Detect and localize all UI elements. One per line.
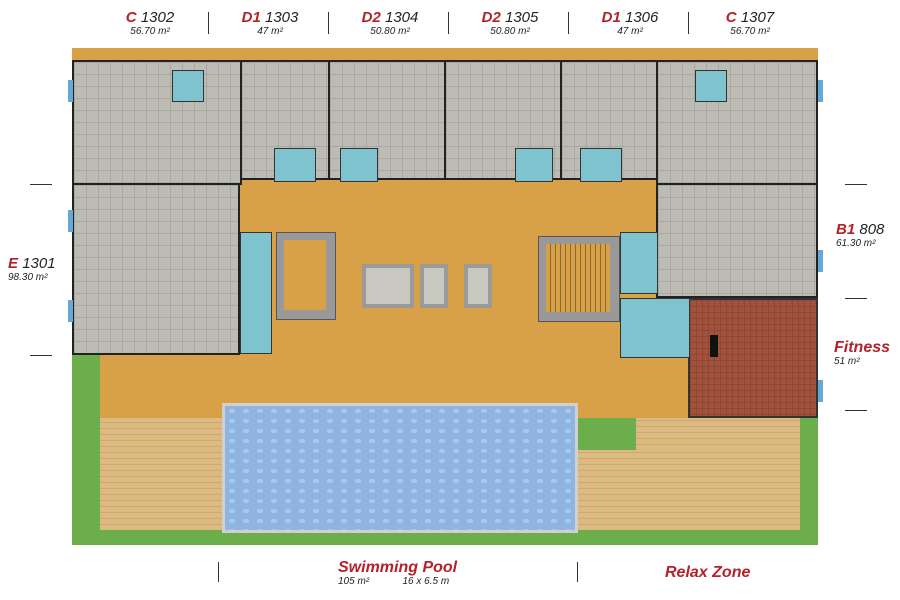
elevator <box>362 264 414 308</box>
relax-zone-name: Relax Zone <box>665 564 751 581</box>
fitness-area: 51 m² <box>834 356 860 367</box>
bathroom <box>695 70 727 102</box>
pool-area: 105 m² <box>338 576 370 587</box>
unit-number: 1305 <box>504 9 539 26</box>
relax-zone-deck <box>578 450 800 530</box>
deck-steps <box>636 418 688 450</box>
stair-left-inner <box>284 240 326 310</box>
unit-type: E <box>8 255 19 272</box>
pool-size: 16 x 6.5 m <box>402 576 450 587</box>
column <box>710 335 718 357</box>
unit-number: 1307 <box>740 9 775 26</box>
window <box>68 80 73 102</box>
unit-808[interactable] <box>656 183 818 298</box>
unit-area: 47 m² <box>617 26 643 37</box>
divider <box>845 298 867 299</box>
unit-type: D1 <box>241 9 261 26</box>
unit-number: 1306 <box>624 9 659 26</box>
unit-area: 50.80 m² <box>490 26 530 37</box>
unit-1305[interactable] <box>444 60 562 180</box>
divider <box>845 410 867 411</box>
divider <box>218 562 219 582</box>
relax-zone-label: Relax Zone <box>665 565 750 581</box>
window <box>68 300 73 322</box>
unit-number: 1301 <box>22 255 56 272</box>
stair-right-inner <box>546 244 610 312</box>
unit-1302[interactable] <box>72 60 242 185</box>
divider <box>328 12 329 34</box>
window <box>68 210 73 232</box>
bathroom <box>620 232 658 294</box>
unit-type: C <box>125 9 137 26</box>
elevator <box>420 264 448 308</box>
divider <box>577 562 578 582</box>
unit-type: D1 <box>601 9 621 26</box>
bathroom <box>580 148 622 182</box>
unit-area: 56.70 m² <box>730 26 770 37</box>
divider <box>30 355 52 356</box>
unit-area: 50.80 m² <box>370 26 410 37</box>
unit-area: 61.30 m² <box>836 238 876 249</box>
fitness-name: Fitness <box>834 339 891 356</box>
unit-1301[interactable] <box>72 183 240 355</box>
unit-number: 808 <box>859 221 885 238</box>
swimming-pool <box>222 403 578 533</box>
unit-area: 56.70 m² <box>130 26 170 37</box>
unit-1307[interactable] <box>656 60 818 185</box>
bathroom <box>620 298 690 358</box>
unit-number: 1304 <box>384 9 419 26</box>
elevator <box>464 264 492 308</box>
unit-number: 1303 <box>264 9 299 26</box>
window <box>818 250 823 272</box>
pool-name: Swimming Pool <box>338 559 458 576</box>
unit-area: 98.30 m² <box>8 272 48 283</box>
divider <box>845 184 867 185</box>
bathroom <box>240 232 272 354</box>
unit-type: B1 <box>836 221 856 238</box>
unit-area: 47 m² <box>257 26 283 37</box>
bathroom <box>515 148 553 182</box>
bathroom <box>172 70 204 102</box>
divider <box>448 12 449 34</box>
window <box>818 380 823 402</box>
relax-zone-deck-upper <box>688 418 800 450</box>
unit-1304[interactable] <box>328 60 446 180</box>
fitness-room <box>688 298 818 418</box>
bathroom <box>340 148 378 182</box>
unit-type: D2 <box>481 9 501 26</box>
divider <box>568 12 569 34</box>
window <box>818 80 823 102</box>
unit-type: D2 <box>361 9 381 26</box>
wood-deck-left <box>100 418 222 530</box>
divider <box>208 12 209 34</box>
unit-number: 1302 <box>140 9 175 26</box>
divider <box>688 12 689 34</box>
bathroom <box>274 148 316 182</box>
divider <box>30 184 52 185</box>
unit-type: C <box>725 9 737 26</box>
